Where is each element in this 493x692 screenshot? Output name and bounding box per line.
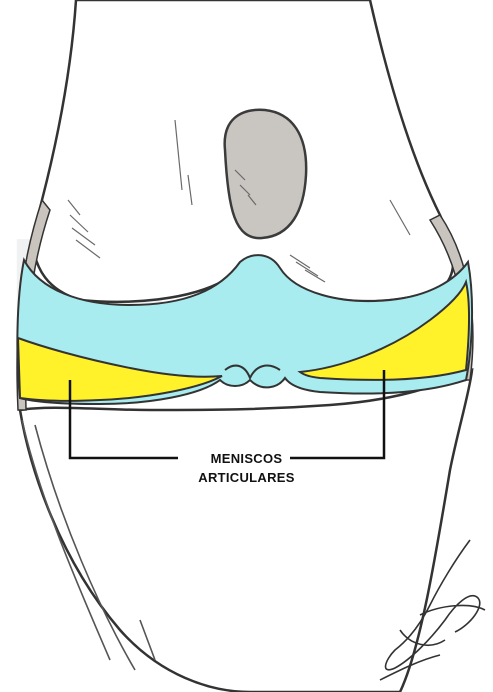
patella — [225, 110, 306, 238]
meniscus-label-line1: MENISCOS — [0, 451, 493, 467]
meniscus-label-text-1: MENISCOS — [207, 451, 287, 466]
lower-bone — [20, 370, 472, 692]
meniscus-label-line2: ARTICULARES — [0, 470, 493, 486]
